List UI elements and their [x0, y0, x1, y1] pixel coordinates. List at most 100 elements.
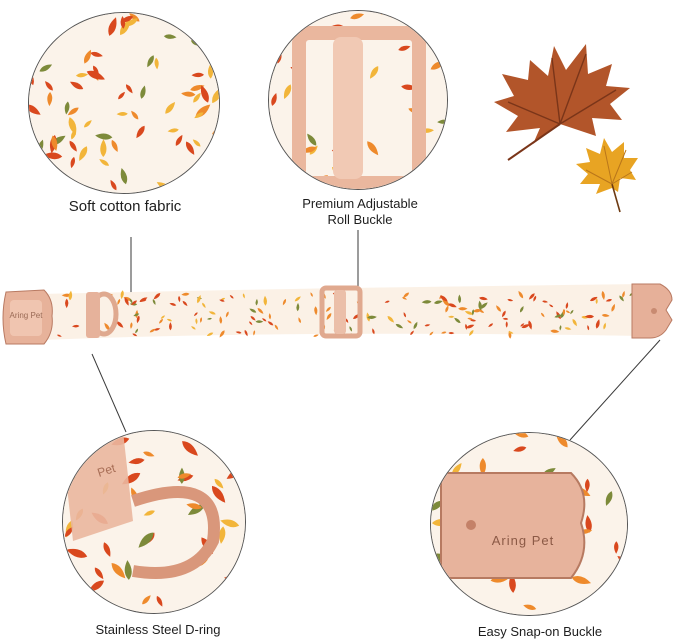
snap-buckle-engraving: Aring Pet	[492, 533, 554, 548]
leaf-print-icon	[548, 304, 554, 308]
leaf-print-icon	[407, 320, 412, 324]
leaf-print-icon	[200, 85, 209, 103]
leaf-print-icon	[313, 334, 319, 337]
leaf-print-icon	[559, 325, 562, 331]
leaf-print-icon	[219, 526, 226, 544]
leaf-print-icon	[208, 311, 216, 315]
leaf-print-icon	[283, 84, 292, 100]
leaf-print-icon	[512, 433, 529, 438]
leaf-print-icon	[282, 298, 287, 306]
leaf-print-icon	[448, 315, 455, 318]
small-maple-leaf-icon	[576, 138, 638, 213]
leaf-print-icon	[584, 314, 595, 319]
leaf-print-icon	[182, 441, 198, 456]
leaf-print-icon	[212, 87, 219, 104]
leaf-print-icon	[595, 298, 598, 305]
leaf-print-icon	[219, 330, 225, 338]
leaf-print-icon	[603, 322, 606, 330]
d-ring-closeup: Pet	[62, 430, 246, 614]
leaf-print-icon	[479, 458, 486, 477]
leaf-print-icon	[192, 139, 201, 147]
leaf-print-icon	[479, 296, 488, 301]
leaf-print-icon	[471, 309, 475, 316]
leaf-print-icon	[310, 292, 313, 297]
leaf-print-icon	[398, 45, 411, 51]
leaf-print-icon	[116, 321, 124, 328]
leaf-print-icon	[182, 300, 188, 307]
leaf-print-icon	[66, 548, 88, 558]
leaf-print-icon	[219, 316, 223, 324]
leaf-print-icon	[454, 317, 461, 324]
leaf-print-icon	[369, 66, 379, 79]
leaf-print-icon	[142, 595, 151, 605]
roll-buckle-label-line1: Premium Adjustable	[302, 196, 418, 211]
leaf-print-icon	[523, 604, 537, 610]
leaf-print-icon	[191, 326, 196, 330]
leaf-print-icon	[554, 314, 562, 318]
leaf-print-icon	[120, 290, 124, 300]
leaf-print-icon	[505, 321, 508, 328]
leaf-print-icon	[458, 307, 468, 311]
leaf-print-icon	[458, 294, 462, 304]
leaf-print-icon	[478, 300, 483, 311]
leaf-print-icon	[229, 294, 234, 299]
leaf-print-icon	[528, 320, 532, 330]
leaf-print-icon	[70, 156, 75, 169]
leaf-print-icon	[242, 293, 245, 299]
leaf-print-icon	[154, 57, 159, 70]
leaf-print-icon	[160, 315, 166, 319]
leaf-print-icon	[585, 515, 592, 533]
leaf-print-icon	[448, 303, 457, 308]
leaf-print-icon	[519, 305, 524, 313]
leaf-print-icon	[143, 451, 155, 457]
leaf-print-icon	[520, 323, 525, 327]
leaf-print-icon	[193, 92, 201, 103]
leaf-print-icon	[255, 298, 258, 306]
leaf-print-icon	[513, 446, 527, 452]
leaf-print-icon	[253, 330, 256, 336]
snap-buckle-body	[440, 472, 586, 579]
leaf-print-icon	[211, 485, 226, 503]
leaf-print-icon	[149, 328, 156, 333]
leaf-print-icon	[403, 312, 407, 318]
leaf-print-icon	[167, 128, 179, 133]
snap-buckle-closeup: Aring Pet	[430, 432, 628, 616]
leaf-print-icon	[572, 318, 577, 327]
leaf-print-icon	[271, 93, 277, 106]
leaf-print-icon	[88, 580, 105, 592]
leaf-print-icon	[601, 314, 610, 317]
leaf-print-icon	[56, 334, 62, 337]
leaf-print-icon	[185, 141, 195, 155]
leaf-print-icon	[181, 292, 190, 296]
leaf-print-icon	[413, 321, 418, 330]
leaf-print-icon	[307, 133, 317, 146]
leaf-print-icon	[152, 299, 156, 305]
leaf-print-icon	[244, 329, 248, 337]
leaf-print-icon	[64, 101, 70, 115]
leaf-print-icon	[207, 64, 214, 79]
leaf-print-icon	[139, 299, 147, 302]
leaf-print-icon	[168, 322, 172, 331]
snap-connector-line	[569, 339, 661, 441]
leaf-print-icon	[250, 316, 256, 321]
leaf-print-icon	[470, 319, 477, 322]
leaf-print-icon	[202, 302, 206, 309]
leaf-print-icon	[90, 51, 103, 57]
leaf-print-icon	[442, 299, 450, 307]
leaf-print-icon	[587, 325, 590, 331]
leaf-print-icon	[448, 331, 455, 335]
d-ring-engraving: Pet	[96, 461, 118, 480]
leaf-print-icon	[249, 308, 257, 313]
leaf-print-icon	[219, 299, 225, 302]
leaf-print-icon	[528, 293, 535, 300]
leaf-print-icon	[177, 473, 192, 479]
leaf-print-icon	[384, 300, 390, 303]
leaf-print-icon	[267, 321, 274, 326]
leaf-print-icon	[614, 541, 619, 554]
leaf-print-icon	[124, 560, 132, 580]
leaf-print-icon	[86, 70, 105, 80]
roll-buckle-bar	[333, 37, 363, 179]
leaf-print-icon	[521, 324, 530, 329]
leaf-print-icon	[249, 321, 253, 326]
